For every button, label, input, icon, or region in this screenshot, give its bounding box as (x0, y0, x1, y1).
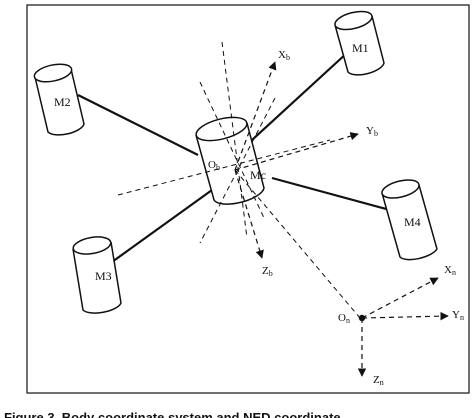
label-yn: Yn (452, 309, 464, 322)
nav-axes (357, 277, 449, 377)
guide-to-nav-origin (234, 169, 361, 319)
label-ob: Ob (208, 159, 220, 172)
axis-xb (234, 61, 277, 171)
label-zn: Zn (373, 374, 384, 387)
motor-m1: M1 (334, 10, 385, 76)
center-label-mc: Mc (250, 168, 266, 182)
label-yb: Yb (366, 125, 378, 138)
arm-m2 (77, 94, 199, 156)
label-zb: Zb (262, 265, 273, 278)
motor-label-m2: M2 (54, 95, 71, 109)
body-axes (234, 61, 359, 259)
label-xn: Xn (444, 264, 456, 277)
label-on: On (338, 312, 350, 325)
guide-diag-down-left (199, 97, 276, 244)
arm-m4 (271, 176, 391, 212)
motor-label-m1: M1 (352, 41, 369, 55)
label-xb: Xb (278, 49, 290, 62)
guide-vertical (221, 41, 248, 239)
dashed-guides (117, 41, 361, 319)
arm-m3 (111, 189, 213, 263)
motor-m3: M3 (72, 236, 122, 314)
guide-horizontal (117, 139, 331, 196)
arm-m1 (251, 51, 349, 141)
motor-label-m4: M4 (404, 215, 421, 229)
arms (77, 51, 391, 263)
axis-yn (361, 311, 449, 321)
axis-yb (234, 132, 359, 171)
guide-diag-up-left (199, 81, 266, 221)
motor-m2: M2 (33, 63, 85, 136)
axis-zb (234, 169, 264, 259)
figure-frame (26, 4, 470, 394)
axis-xn (361, 277, 439, 319)
nav-origin-dot (358, 314, 366, 322)
center-body: Mc (195, 116, 266, 205)
motor-label-m3: M3 (95, 269, 112, 283)
motor-m4: M4 (381, 179, 438, 261)
figure-caption: Figure 3. Body coordinate system and NED… (4, 410, 341, 418)
